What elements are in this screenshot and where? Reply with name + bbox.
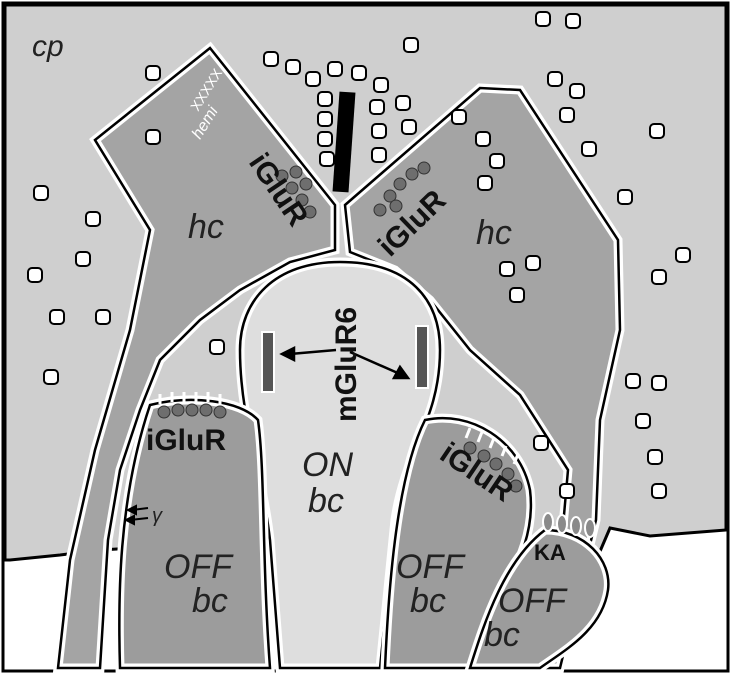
label-ka: KA <box>534 540 566 565</box>
label-mglur6: mGluR6 <box>330 307 363 422</box>
label-off-right-bc: bc <box>484 616 520 654</box>
label-hc-right: hc <box>476 214 512 252</box>
label-off-left-bc: bc <box>192 582 228 620</box>
label-gamma: γ <box>152 505 163 527</box>
label-off-middle: OFF <box>396 548 466 586</box>
label-off-middle-bc: bc <box>410 582 446 620</box>
label-off-right: OFF <box>498 582 568 620</box>
label-cp: cp <box>32 30 64 63</box>
label-on: ON <box>302 446 353 484</box>
label-iglur-off-left: iGluR <box>146 424 226 457</box>
label-hc-left: hc <box>188 208 224 246</box>
label-on-bc: bc <box>308 482 344 520</box>
label-off-left: OFF <box>164 548 234 586</box>
